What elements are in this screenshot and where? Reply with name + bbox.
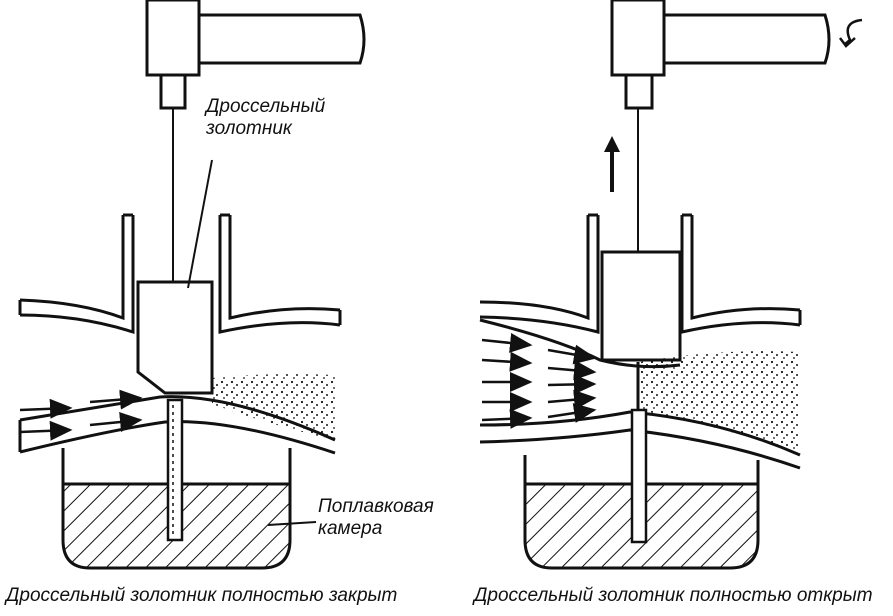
throttle-leader-line <box>187 159 213 289</box>
left-fuel-mist <box>212 374 335 440</box>
right-jet-needle <box>630 408 648 544</box>
throttle-label-line2: золотник <box>206 118 292 139</box>
left-caption: Дроссельный золотник полностью закрыт <box>6 585 398 606</box>
float-chamber-label: Поплавковая камера <box>318 496 434 540</box>
float-label-line2: камера <box>318 518 383 539</box>
left-body <box>18 213 342 335</box>
up-arrow-icon <box>604 136 620 192</box>
left-lever <box>145 0 366 110</box>
right-assembly <box>479 0 863 570</box>
throttle-slide-label: Дроссельный золотник <box>206 96 325 140</box>
right-caption: Дроссельный золотник полностью открыт <box>474 585 873 606</box>
float-leader-line <box>267 521 317 526</box>
float-label-line1: Поплавковая <box>318 496 434 517</box>
left-air-arrows <box>19 389 143 441</box>
rotate-arrow-icon <box>844 18 863 45</box>
left-venturi <box>18 395 336 455</box>
right-body <box>479 213 802 334</box>
right-air-arrows <box>481 332 597 429</box>
left-throttle-slide <box>136 280 214 395</box>
throttle-label-line1: Дроссельный <box>206 96 326 117</box>
left-assembly <box>18 0 366 570</box>
right-fuel-mist <box>640 351 800 452</box>
right-throttle-slide <box>600 250 682 362</box>
right-lever <box>610 0 831 110</box>
left-jet-needle <box>166 398 184 542</box>
